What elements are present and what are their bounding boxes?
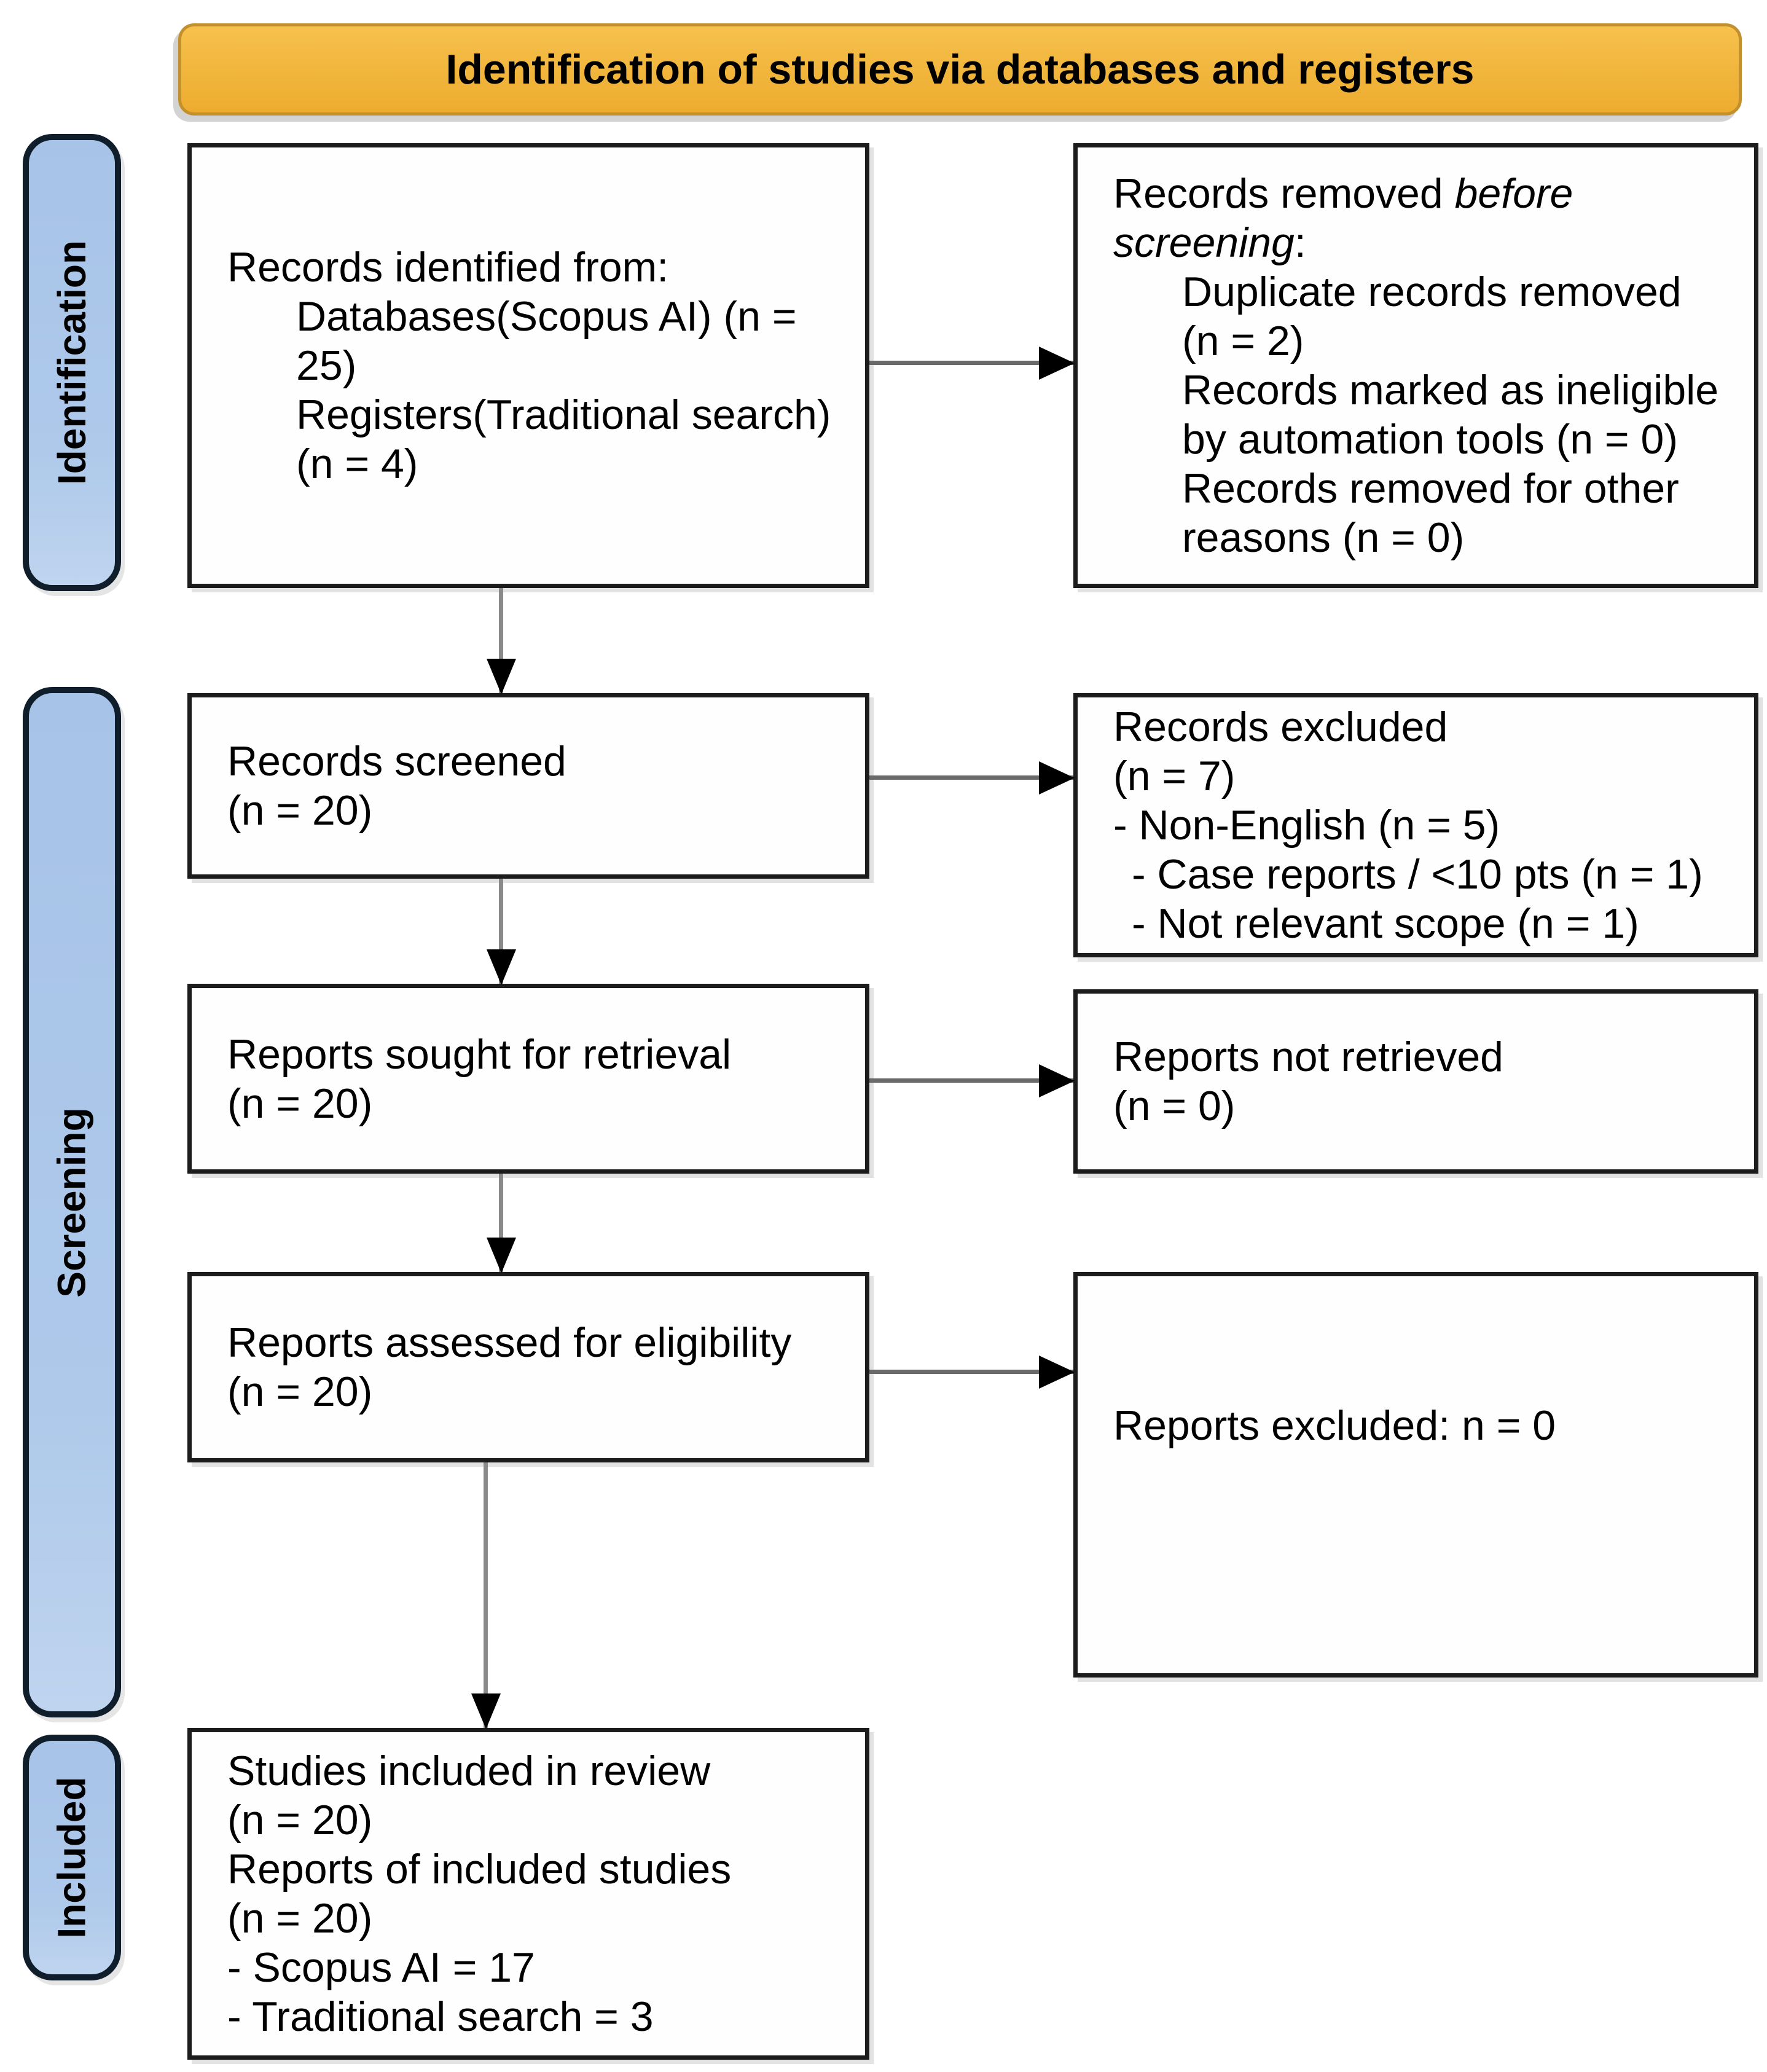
stage-label-included: Included <box>23 1735 121 1980</box>
arrowhead-down-icon <box>486 1238 516 1273</box>
arrow-sought-to-not-retrieved <box>869 1064 1075 1097</box>
arrowhead-down-icon <box>486 949 516 985</box>
box-text-line: by automation tools (n = 0) <box>1182 416 1679 463</box>
box-text-line: Reports sought for retrieval <box>227 1030 732 1078</box>
arrowhead-down-icon <box>471 1693 501 1729</box>
box-text-line: screening: <box>1113 219 1306 266</box>
arrow-assessed-to-included <box>471 1462 501 1729</box>
box-text-line: - Not relevant scope (n = 1) <box>1132 900 1639 947</box>
box-text-line: Duplicate records removed <box>1182 269 1682 315</box>
stage-label-identification-text: Identification <box>50 240 94 485</box>
box-text-line: Records identified from: <box>227 244 669 291</box>
box-text-line: Records removed for other <box>1182 465 1679 512</box>
arrow-identified-to-screened <box>486 588 516 694</box>
arrow-screened-to-excluded <box>869 761 1075 795</box>
box-text-line: (n = 20) <box>227 1797 373 1843</box>
box-studies-included-in-review: Studies included in review(n = 20)Report… <box>187 1728 869 2060</box>
box-reports-assessed-for-eligibility: Reports assessed for eligibility(n = 20) <box>187 1272 869 1462</box>
box-text-line: Databases(Scopus AI) (n = <box>296 293 797 340</box>
box-records-identified: Records identified from:Databases(Scopus… <box>187 143 869 588</box>
arrowhead-right-icon <box>1039 346 1075 380</box>
stage-label-included-text: Included <box>50 1776 94 1939</box>
box-text-line: - Case reports / <10 pts (n = 1) <box>1132 851 1703 898</box>
box-text-line: (n = 0) <box>1113 1083 1236 1129</box>
box-text-line: 25) <box>296 342 357 389</box>
box-text-line: (n = 20) <box>227 1368 373 1415</box>
arrow-identified-to-removed <box>869 346 1075 380</box>
box-text-line: Records removed before <box>1113 170 1573 217</box>
stage-label-identification: Identification <box>23 134 121 591</box>
arrow-assessed-to-reports-excluded <box>869 1355 1075 1389</box>
box-text-line: (n = 2) <box>1182 318 1304 364</box>
box-text-line: - Traditional search = 3 <box>227 1993 654 2040</box>
box-records-excluded: Records excluded(n = 7)- Non-English (n … <box>1073 693 1758 957</box>
box-text-line: (n = 20) <box>227 1080 373 1127</box>
arrow-screened-to-sought <box>486 879 516 985</box>
flow-title-banner: Identification of studies via databases … <box>178 23 1742 116</box>
box-text-line: Records excluded <box>1113 704 1448 750</box>
box-text-line: Reports assessed for eligibility <box>227 1319 792 1366</box>
box-text-line: (n = 7) <box>1113 753 1236 799</box>
box-text-line: (n = 20) <box>227 1895 373 1942</box>
box-text-line: Reports of included studies <box>227 1846 732 1893</box>
arrowhead-down-icon <box>486 659 516 694</box>
arrowhead-right-icon <box>1039 761 1075 795</box>
box-text-line: - Non-English (n = 5) <box>1113 802 1500 849</box>
box-text-line: Reports not retrieved <box>1113 1034 1503 1080</box>
box-text-line: reasons (n = 0) <box>1182 514 1465 561</box>
stage-label-screening-text: Screening <box>50 1107 94 1298</box>
stage-label-screening: Screening <box>23 687 121 1717</box>
box-text-line: Studies included in review <box>227 1748 711 1794</box>
box-text-line: Records marked as ineligible <box>1182 367 1719 414</box>
box-text-line: Registers(Traditional search) <box>296 391 831 438</box>
box-reports-sought-for-retrieval: Reports sought for retrieval(n = 20) <box>187 984 869 1174</box>
box-text-line: (n = 20) <box>227 787 373 834</box>
box-reports-not-retrieved: Reports not retrieved(n = 0) <box>1073 989 1758 1174</box>
arrowhead-right-icon <box>1039 1064 1075 1097</box>
box-reports-excluded: Reports excluded: n = 0 <box>1073 1272 1758 1678</box>
box-text-line: Reports excluded: n = 0 <box>1113 1402 1556 1449</box>
box-text-line: (n = 4) <box>296 441 418 487</box>
box-text-line: Records screened <box>227 738 566 785</box>
arrow-sought-to-assessed <box>486 1174 516 1273</box>
arrowhead-right-icon <box>1039 1355 1075 1389</box>
box-text-line: - Scopus AI = 17 <box>227 1944 535 1991</box>
box-records-screened: Records screened(n = 20) <box>187 693 869 879</box>
flow-title: Identification of studies via databases … <box>445 46 1475 93</box>
